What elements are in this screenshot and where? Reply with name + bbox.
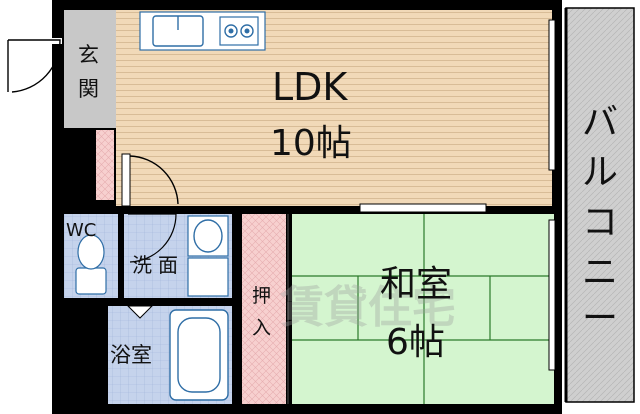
ldk-window xyxy=(548,19,556,171)
ldk-label: LDK xyxy=(272,65,348,109)
balcony-label-2: ル xyxy=(582,152,618,193)
senmen-label-2: 面 xyxy=(158,253,178,277)
stove-icon xyxy=(219,16,259,46)
oshiire-label-bottom: 入 xyxy=(252,317,271,339)
balcony-label-4: ニ xyxy=(582,252,618,293)
bathtub-icon xyxy=(169,309,229,401)
ldk-door xyxy=(121,153,179,207)
washitsu-window xyxy=(548,219,556,371)
shoe-storage xyxy=(96,130,114,200)
washitsu-size-label: 6帖 xyxy=(386,322,445,363)
watermark: 賃貸住宅 xyxy=(279,282,456,333)
washitsu-label: 和室 xyxy=(380,264,452,305)
sink-icon xyxy=(152,15,204,47)
balcony-label-1: バ xyxy=(582,102,618,143)
genkan-label-top: 玄 xyxy=(78,43,99,67)
tatami-lines xyxy=(292,214,554,404)
sliding-door xyxy=(359,203,487,213)
washitsu-room xyxy=(292,214,554,404)
yokushitsu-label: 浴室 xyxy=(110,343,152,367)
balcony-label-3: コ xyxy=(582,202,618,243)
genkan-label-bottom: 関 xyxy=(78,77,99,101)
senmen-door xyxy=(128,213,177,263)
washer-space xyxy=(187,257,229,297)
door-swing-icon xyxy=(0,38,62,93)
oshiire-label-top: 押 xyxy=(252,285,271,307)
ldk-size-label: 10帖 xyxy=(270,123,352,164)
toilet-icon xyxy=(75,234,107,295)
balcony xyxy=(565,7,635,403)
senmen-label-1: 洗 xyxy=(132,253,152,277)
washbasin-icon xyxy=(187,215,229,257)
wc-label: WC xyxy=(66,220,96,241)
bath-door xyxy=(126,305,154,319)
oshiire-closet xyxy=(242,214,286,404)
genkan-area xyxy=(64,10,116,128)
balcony-label-5: ー xyxy=(582,298,618,339)
